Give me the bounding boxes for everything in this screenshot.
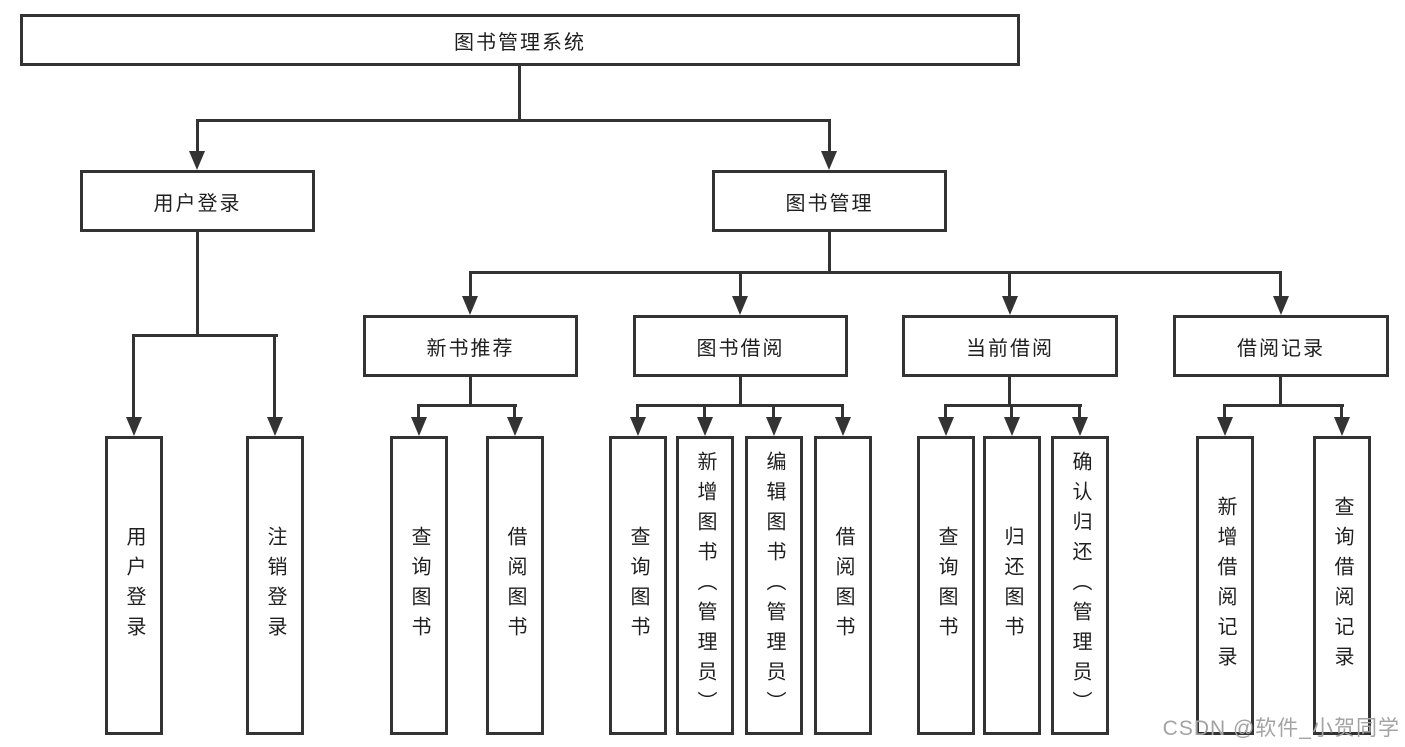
edge-root-stub — [518, 66, 521, 122]
edge-drop-current-borrow — [1008, 271, 1011, 298]
edge-current-borrow-hline — [944, 404, 1082, 407]
node-book-borrowing: 图书借阅 — [633, 315, 848, 377]
edge-drop-leaf-user-login — [132, 334, 135, 418]
edge-current-borrow-stub — [1008, 377, 1011, 407]
edge-drop-book-mgmt — [828, 119, 831, 152]
edge-book-mgmt-stub — [828, 232, 831, 274]
arrow-down-icon — [821, 151, 837, 170]
leaf-add-books-admin-label: 新增图书（管理员） — [694, 450, 716, 721]
edge-new-books-stub — [469, 377, 472, 407]
leaf-edit-books-admin-label: 编辑图书（管理员） — [763, 450, 785, 721]
arrow-down-icon — [126, 417, 142, 436]
node-current-borrowing: 当前借阅 — [902, 315, 1118, 377]
edge-drop-leaf-logout — [273, 334, 276, 418]
node-new-book-recommend: 新书推荐 — [363, 315, 578, 377]
edge-drop-new-books — [469, 271, 472, 298]
leaf-confirm-return-admin-label: 确认归还（管理员） — [1069, 450, 1091, 721]
leaf-borrow-books-recommend: 借阅图书 — [486, 436, 544, 735]
edge-drop — [1078, 404, 1081, 419]
node-user-login-label: 用户登录 — [153, 192, 242, 215]
node-new-book-recommend-label: 新书推荐 — [426, 337, 515, 360]
edge-drop-borrow-records — [1279, 271, 1282, 298]
arrow-down-icon — [835, 417, 851, 436]
edge-drop — [1010, 404, 1013, 419]
arrow-down-icon — [507, 417, 523, 436]
edge-drop — [772, 404, 775, 419]
arrow-down-icon — [938, 417, 954, 436]
node-library-system-label: 图书管理系统 — [454, 31, 586, 54]
node-book-management-label: 图书管理 — [785, 192, 874, 215]
edge-drop — [1223, 404, 1226, 419]
arrow-down-icon — [411, 417, 427, 436]
leaf-borrow-books-label: 借阅图书 — [832, 525, 854, 646]
edge-drop-user-login — [196, 119, 199, 152]
arrow-down-icon — [630, 417, 646, 436]
arrow-down-icon — [732, 296, 748, 315]
arrow-down-icon — [267, 417, 283, 436]
leaf-add-books-admin: 新增图书（管理员） — [676, 436, 734, 735]
edge-level2-hline — [469, 271, 1282, 274]
arrow-down-icon — [1072, 417, 1088, 436]
arrow-down-icon — [766, 417, 782, 436]
edge-level1-hline — [196, 119, 830, 122]
leaf-query-books-borrowing: 查询图书 — [609, 436, 667, 735]
leaf-user-login-label: 用户登录 — [123, 525, 145, 646]
leaf-return-books: 归还图书 — [983, 436, 1041, 735]
edge-book-borrow-stub — [739, 377, 742, 407]
node-book-borrowing-label: 图书借阅 — [696, 337, 785, 360]
node-current-borrowing-label: 当前借阅 — [966, 337, 1054, 360]
edge-drop — [513, 404, 516, 419]
leaf-confirm-return-admin: 确认归还（管理员） — [1051, 436, 1109, 735]
edge-drop-book-borrow — [739, 271, 742, 298]
edge-drop — [417, 404, 420, 419]
leaf-add-borrow-record: 新增借阅记录 — [1196, 436, 1254, 735]
arrow-down-icon — [1273, 296, 1289, 315]
leaf-query-books-label: 查询图书 — [935, 525, 957, 646]
leaf-query-books-label: 查询图书 — [408, 525, 430, 646]
arrow-down-icon — [1334, 417, 1350, 436]
leaf-logout: 注销登录 — [246, 436, 304, 735]
node-user-login: 用户登录 — [80, 170, 315, 232]
node-borrowing-records-label: 借阅记录 — [1237, 337, 1325, 360]
edge-drop — [636, 404, 639, 419]
leaf-edit-books-admin: 编辑图书（管理员） — [745, 436, 803, 735]
leaf-logout-label: 注销登录 — [264, 525, 286, 646]
leaf-query-borrow-record-label: 查询借阅记录 — [1331, 495, 1353, 676]
leaf-add-borrow-record-label: 新增借阅记录 — [1214, 495, 1236, 676]
node-library-system: 图书管理系统 — [20, 14, 1020, 66]
leaf-query-books-current: 查询图书 — [917, 436, 975, 735]
arrow-down-icon — [189, 151, 205, 170]
edge-new-books-hline — [417, 404, 517, 407]
node-borrowing-records: 借阅记录 — [1173, 315, 1389, 377]
leaf-return-books-label: 归还图书 — [1001, 525, 1023, 646]
leaf-user-login: 用户登录 — [105, 436, 163, 735]
edge-user-login-hline — [132, 334, 278, 337]
edge-drop — [944, 404, 947, 419]
edge-drop — [841, 404, 844, 419]
leaf-query-borrow-record: 查询借阅记录 — [1313, 436, 1371, 735]
arrow-down-icon — [1004, 417, 1020, 436]
edge-book-borrow-hline — [636, 404, 844, 407]
node-book-management: 图书管理 — [712, 170, 947, 232]
leaf-borrow-books-label: 借阅图书 — [504, 525, 526, 646]
edge-drop — [703, 404, 706, 419]
arrow-down-icon — [1217, 417, 1233, 436]
edge-user-login-stub — [196, 232, 199, 337]
arrow-down-icon — [1002, 296, 1018, 315]
arrow-down-icon — [462, 296, 478, 315]
leaf-query-books-recommend: 查询图书 — [390, 436, 448, 735]
csdn-watermark: CSDN @软件_小贺同学 — [1162, 717, 1400, 740]
edge-drop — [1340, 404, 1343, 419]
leaf-borrow-books-borrowing: 借阅图书 — [814, 436, 872, 735]
leaf-query-books-label: 查询图书 — [627, 525, 649, 646]
edge-borrow-records-stub — [1279, 377, 1282, 407]
arrow-down-icon — [697, 417, 713, 436]
edge-borrow-records-hline — [1223, 404, 1344, 407]
